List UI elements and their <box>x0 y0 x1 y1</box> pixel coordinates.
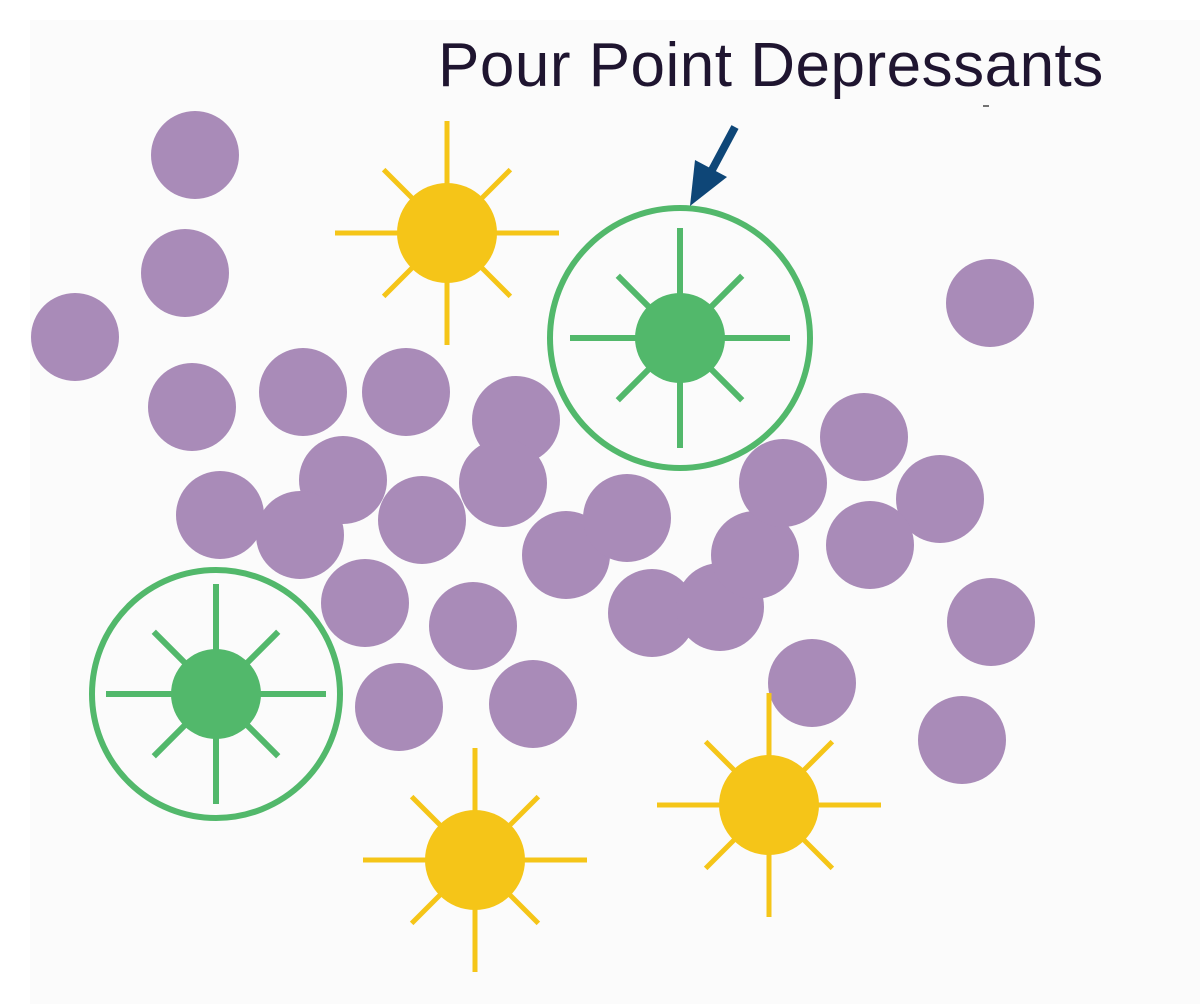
wax-crystal-circle <box>489 660 577 748</box>
wax-crystal-circle <box>918 696 1006 784</box>
diagram-title: Pour Point Depressants <box>438 31 1104 100</box>
pour-point-depressant-core <box>171 649 261 739</box>
wax-crystal-circle <box>896 455 984 543</box>
wax-crystal-circle <box>259 348 347 436</box>
wax-crystal-circle <box>429 582 517 670</box>
wax-crystal-circle <box>176 471 264 559</box>
wax-crystal-circle <box>355 663 443 751</box>
wax-crystal-circle <box>711 511 799 599</box>
wax-crystal-circle <box>947 578 1035 666</box>
wax-crystal-circle <box>141 229 229 317</box>
yellow-additive-core <box>425 810 525 910</box>
wax-crystal-circle <box>768 639 856 727</box>
wax-crystal-circle <box>31 293 119 381</box>
wax-crystal-circle <box>826 501 914 589</box>
wax-crystal-circle <box>148 363 236 451</box>
pour-point-depressant-ring <box>547 205 813 471</box>
wax-crystal-circle <box>362 348 450 436</box>
pointer-arrow-head <box>690 160 727 206</box>
wax-crystal-circle <box>608 569 696 657</box>
wax-crystal-circle <box>321 559 409 647</box>
yellow-additive-core <box>719 755 819 855</box>
pointer-arrow-shaft <box>708 125 739 172</box>
wax-crystal-circle <box>256 491 344 579</box>
pour-point-depressant-ring <box>89 567 343 821</box>
wax-crystal-circle <box>583 474 671 562</box>
wax-crystal-circle <box>151 111 239 199</box>
yellow-additive-core <box>397 183 497 283</box>
wax-crystal-circle <box>946 259 1034 347</box>
wax-crystal-circle <box>820 393 908 481</box>
wax-crystal-circle <box>739 439 827 527</box>
pour-point-depressant-core <box>635 293 725 383</box>
wax-crystal-circle <box>459 439 547 527</box>
wax-crystal-circle <box>378 476 466 564</box>
